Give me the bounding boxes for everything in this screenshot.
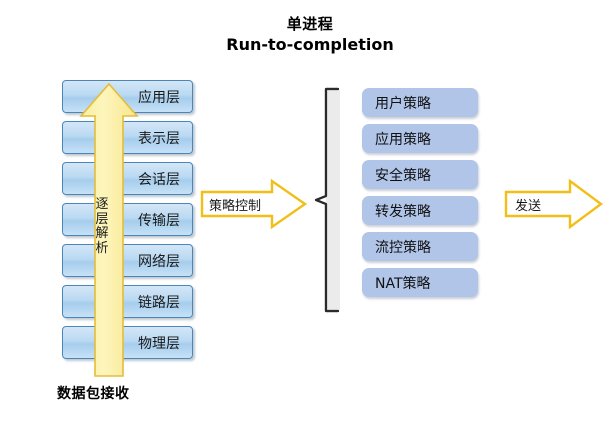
curly-brace-icon bbox=[314, 87, 340, 313]
title-line-chinese: 单进程 bbox=[286, 15, 334, 33]
send-arrow-icon bbox=[504, 178, 604, 230]
osi-layer-box-network[interactable]: 网络层 bbox=[62, 244, 193, 277]
policy-box-application[interactable]: 应用策略 bbox=[362, 124, 478, 153]
osi-layer-box-transport[interactable]: 传输层 bbox=[62, 203, 193, 236]
send-arrow-label: 发送 bbox=[515, 199, 542, 214]
title-line-english: Run-to-completion bbox=[226, 35, 394, 55]
packet-receive-caption: 数据包接收 bbox=[57, 386, 130, 402]
policy-control-arrow-label: 策略控制 bbox=[209, 199, 262, 214]
diagram-title: 单进程 Run-to-completion bbox=[180, 14, 440, 56]
osi-layer-box-physical[interactable]: 物理层 bbox=[62, 326, 193, 359]
policy-box-forwarding[interactable]: 转发策略 bbox=[362, 196, 478, 225]
policy-box-security[interactable]: 安全策略 bbox=[362, 160, 478, 189]
policy-control-arrow-icon bbox=[200, 178, 308, 230]
osi-layer-box-presentation[interactable]: 表示层 bbox=[62, 121, 193, 154]
osi-layer-box-application[interactable]: 应用层 bbox=[62, 80, 193, 113]
upward-arrow-label: 逐 层 解 析 bbox=[95, 197, 109, 256]
policy-box-user[interactable]: 用户策略 bbox=[362, 88, 478, 117]
policy-box-flowcontrol[interactable]: 流控策略 bbox=[362, 232, 478, 261]
osi-layer-box-session[interactable]: 会话层 bbox=[62, 162, 193, 195]
policy-box-nat[interactable]: NAT策略 bbox=[362, 268, 478, 297]
osi-layer-box-datalink[interactable]: 链路层 bbox=[62, 285, 193, 318]
